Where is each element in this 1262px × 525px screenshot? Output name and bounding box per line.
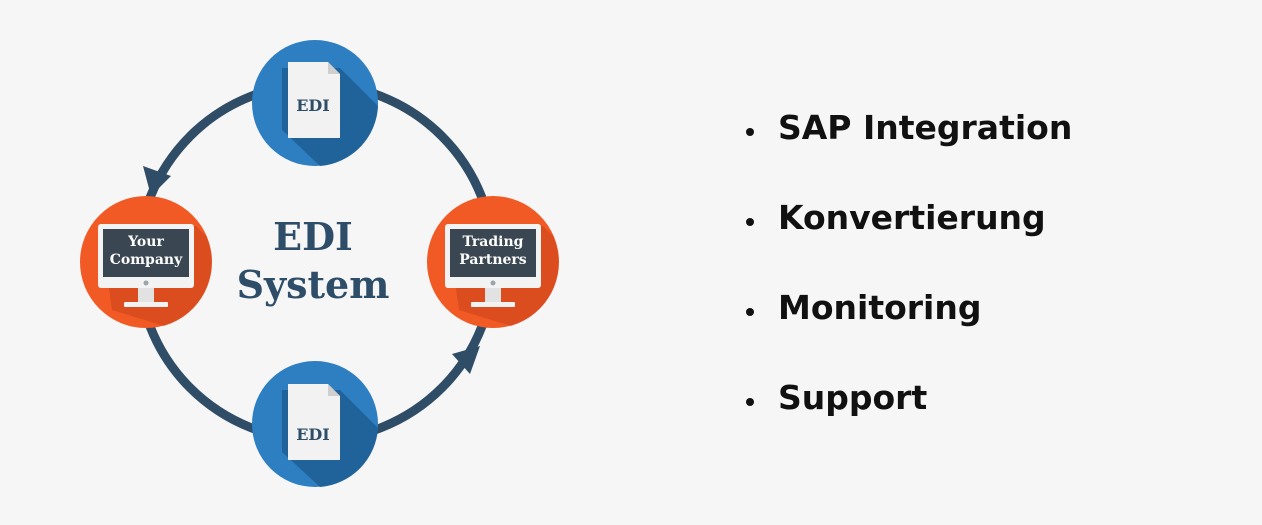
bullet-icon [746, 218, 754, 226]
feature-item: Konvertierung [746, 198, 1072, 288]
left-node-line1: Your [127, 234, 164, 250]
document-icon [288, 384, 340, 460]
bottom-doc-label: EDI [296, 425, 330, 444]
feature-label: SAP Integration [778, 108, 1073, 147]
bullet-icon [746, 308, 754, 316]
feature-list: SAP Integration Konvertierung Monitoring… [746, 108, 1072, 468]
arrow-upper-left-icon [143, 166, 171, 196]
edi-cycle-diagram: EDI EDI Your Company [80, 40, 559, 487]
arrow-lower-right-icon [452, 346, 480, 374]
left-node-line2: Company [110, 252, 183, 268]
diagram-title-line2: System [237, 262, 390, 307]
bullet-icon [746, 128, 754, 136]
trading-partners-node: Trading Partners [427, 196, 559, 328]
feature-label: Monitoring [778, 288, 982, 327]
feature-item: SAP Integration [746, 108, 1072, 198]
monitor-icon [98, 224, 194, 307]
diagram-title-line1: EDI [273, 214, 353, 259]
top-doc-label: EDI [296, 96, 330, 115]
right-node-line1: Trading [463, 234, 524, 250]
bullet-icon [746, 398, 754, 406]
your-company-node: Your Company [80, 196, 212, 328]
feature-label: Konvertierung [778, 198, 1046, 237]
feature-label: Support [778, 378, 928, 417]
feature-item: Support [746, 378, 1072, 468]
document-icon [288, 62, 340, 138]
right-node-line2: Partners [459, 252, 527, 268]
feature-item: Monitoring [746, 288, 1072, 378]
monitor-icon [445, 224, 541, 307]
bottom-edi-document-node: EDI [252, 361, 378, 487]
top-edi-document-node: EDI [252, 40, 378, 166]
